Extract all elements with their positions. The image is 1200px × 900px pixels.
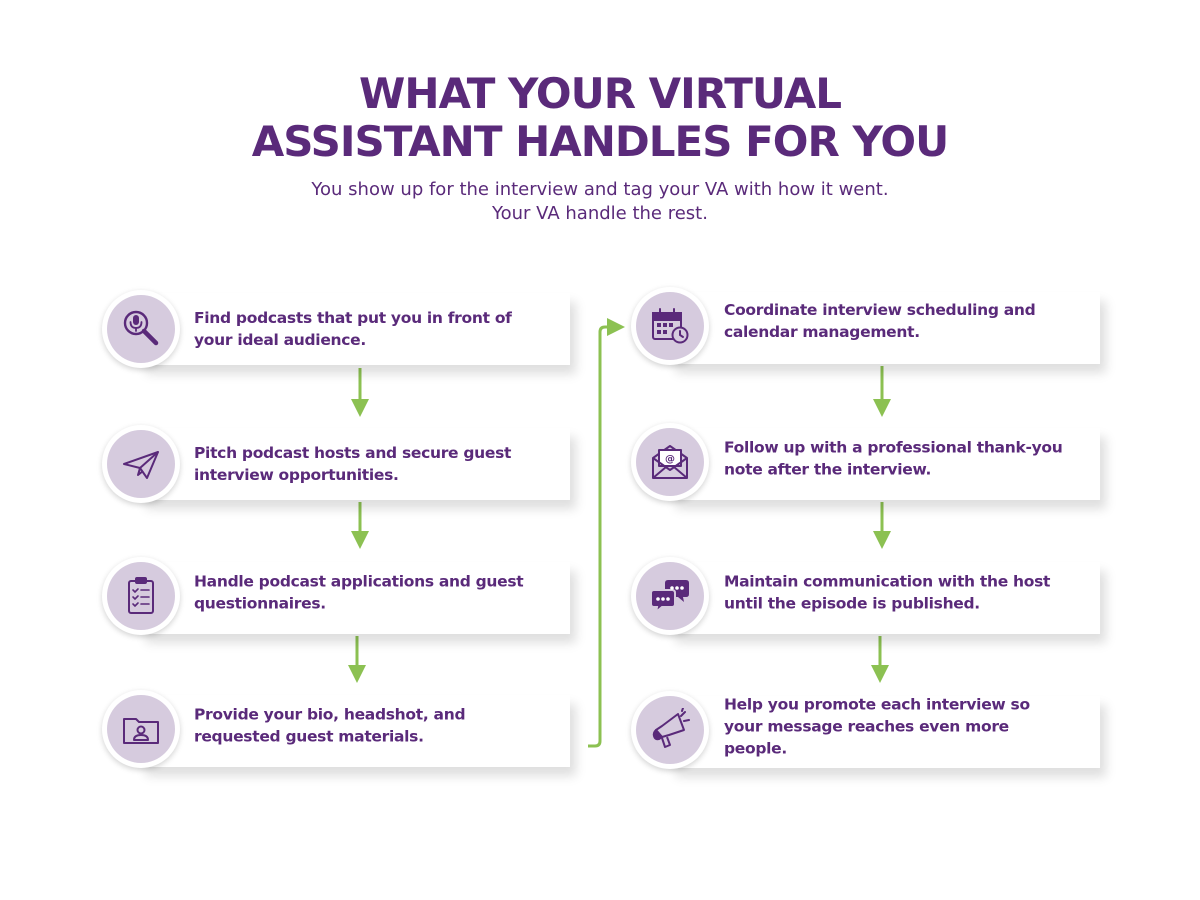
title-line-2: ASSISTANT HANDLES FOR YOU <box>251 117 949 166</box>
step-card-left-2: Pitch podcast hosts and secure guest int… <box>140 428 570 500</box>
paper-plane-icon <box>123 451 159 479</box>
microphone-search-icon <box>123 310 159 346</box>
step-text: Coordinate interview scheduling and cale… <box>724 300 1036 341</box>
step-card-left-3: Handle podcast applications and guest qu… <box>140 562 570 634</box>
svg-text:@: @ <box>665 454 675 465</box>
step-card-right-2: Follow up with a professional thank-you … <box>670 428 1100 500</box>
step-icon-badge <box>631 691 709 769</box>
title-line-1: WHAT YOUR VIRTUAL <box>359 69 842 118</box>
step-card-left-4: Provide your bio, headshot, and requeste… <box>140 695 570 767</box>
step-icon-badge <box>102 290 180 368</box>
step-icon-badge <box>102 690 180 768</box>
step-card-left-1: Find podcasts that put you in front of y… <box>140 293 570 365</box>
step-icon-badge: @ <box>631 423 709 501</box>
step-icon-badge <box>631 557 709 635</box>
step-text: Find podcasts that put you in front of y… <box>194 309 512 349</box>
step-icon-badge <box>631 287 709 365</box>
page-title: WHAT YOUR VIRTUAL ASSISTANT HANDLES FOR … <box>0 70 1200 166</box>
step-text: Provide your bio, headshot, and requeste… <box>194 705 466 746</box>
subtitle-line-2: Your VA handle the rest. <box>492 203 708 224</box>
step-text: Maintain communication with the host unt… <box>724 572 1051 613</box>
email-envelope-icon: @ <box>652 445 688 479</box>
step-card-right-3: Maintain communication with the host unt… <box>670 562 1100 634</box>
step-card-right-4: Help you promote each interview so your … <box>670 696 1100 768</box>
arrow-left-to-right <box>588 318 625 748</box>
step-text: Pitch podcast hosts and secure guest int… <box>194 444 512 484</box>
step-text: Handle podcast applications and guest qu… <box>194 572 524 613</box>
clipboard-checklist-icon <box>128 577 154 614</box>
subtitle-line-1: You show up for the interview and tag yo… <box>311 179 889 200</box>
step-card-right-1: Coordinate interview scheduling and cale… <box>670 292 1100 364</box>
megaphone-icon <box>652 708 690 748</box>
subtitle: You show up for the interview and tag yo… <box>0 178 1200 226</box>
step-text: Follow up with a professional thank-you … <box>724 438 1063 479</box>
profile-folder-icon <box>123 718 159 744</box>
chat-bubbles-icon <box>650 580 689 615</box>
step-text: Help you promote each interview so your … <box>724 695 1030 758</box>
step-icon-badge <box>102 557 180 635</box>
step-icon-badge <box>102 425 180 503</box>
calendar-clock-icon <box>652 308 689 344</box>
